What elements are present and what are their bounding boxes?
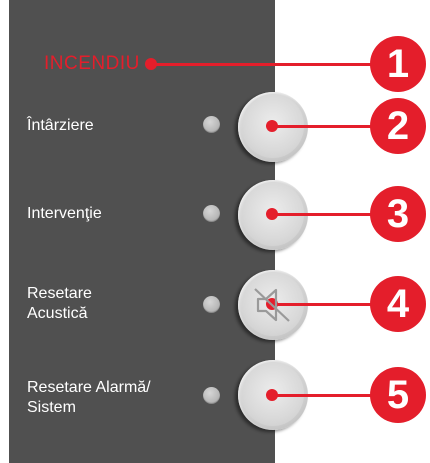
intervention-label: Intervenţie (27, 205, 102, 222)
system-reset-led (203, 387, 220, 404)
callout-dot-5 (266, 389, 278, 401)
callout-dot-3 (266, 208, 278, 220)
callout-line-2 (270, 125, 390, 128)
callout-badge-5: 5 (370, 367, 426, 423)
callout-badge-4: 4 (370, 276, 426, 332)
callout-dot-1 (145, 58, 157, 70)
callout-dot-2 (266, 120, 278, 132)
fire-alarm-title: INCENDIU (44, 53, 140, 74)
intervention-led (203, 205, 220, 222)
callout-line-5 (270, 394, 390, 397)
delay-led (203, 116, 220, 133)
acoustic-reset-label-line2: Acustică (27, 305, 88, 322)
callout-line-1 (150, 63, 390, 66)
acoustic-reset-led (203, 296, 220, 313)
callout-badge-2: 2 (370, 98, 426, 154)
callout-line-3 (270, 213, 390, 216)
acoustic-reset-label-line1: Resetare (27, 285, 92, 302)
system-reset-label: Resetare Alarmă/ Sistem (27, 378, 151, 418)
speaker-muted-icon (254, 288, 290, 322)
acoustic-reset-label: Resetare Acustică (27, 284, 92, 324)
callout-badge-1: 1 (370, 36, 426, 92)
system-reset-label-line1: Resetare Alarmă/ (27, 379, 151, 396)
control-panel (9, 0, 275, 463)
callout-line-4 (270, 303, 390, 306)
system-reset-label-line2: Sistem (27, 399, 76, 416)
delay-label: Întârziere (27, 117, 94, 134)
callout-badge-3: 3 (370, 186, 426, 242)
